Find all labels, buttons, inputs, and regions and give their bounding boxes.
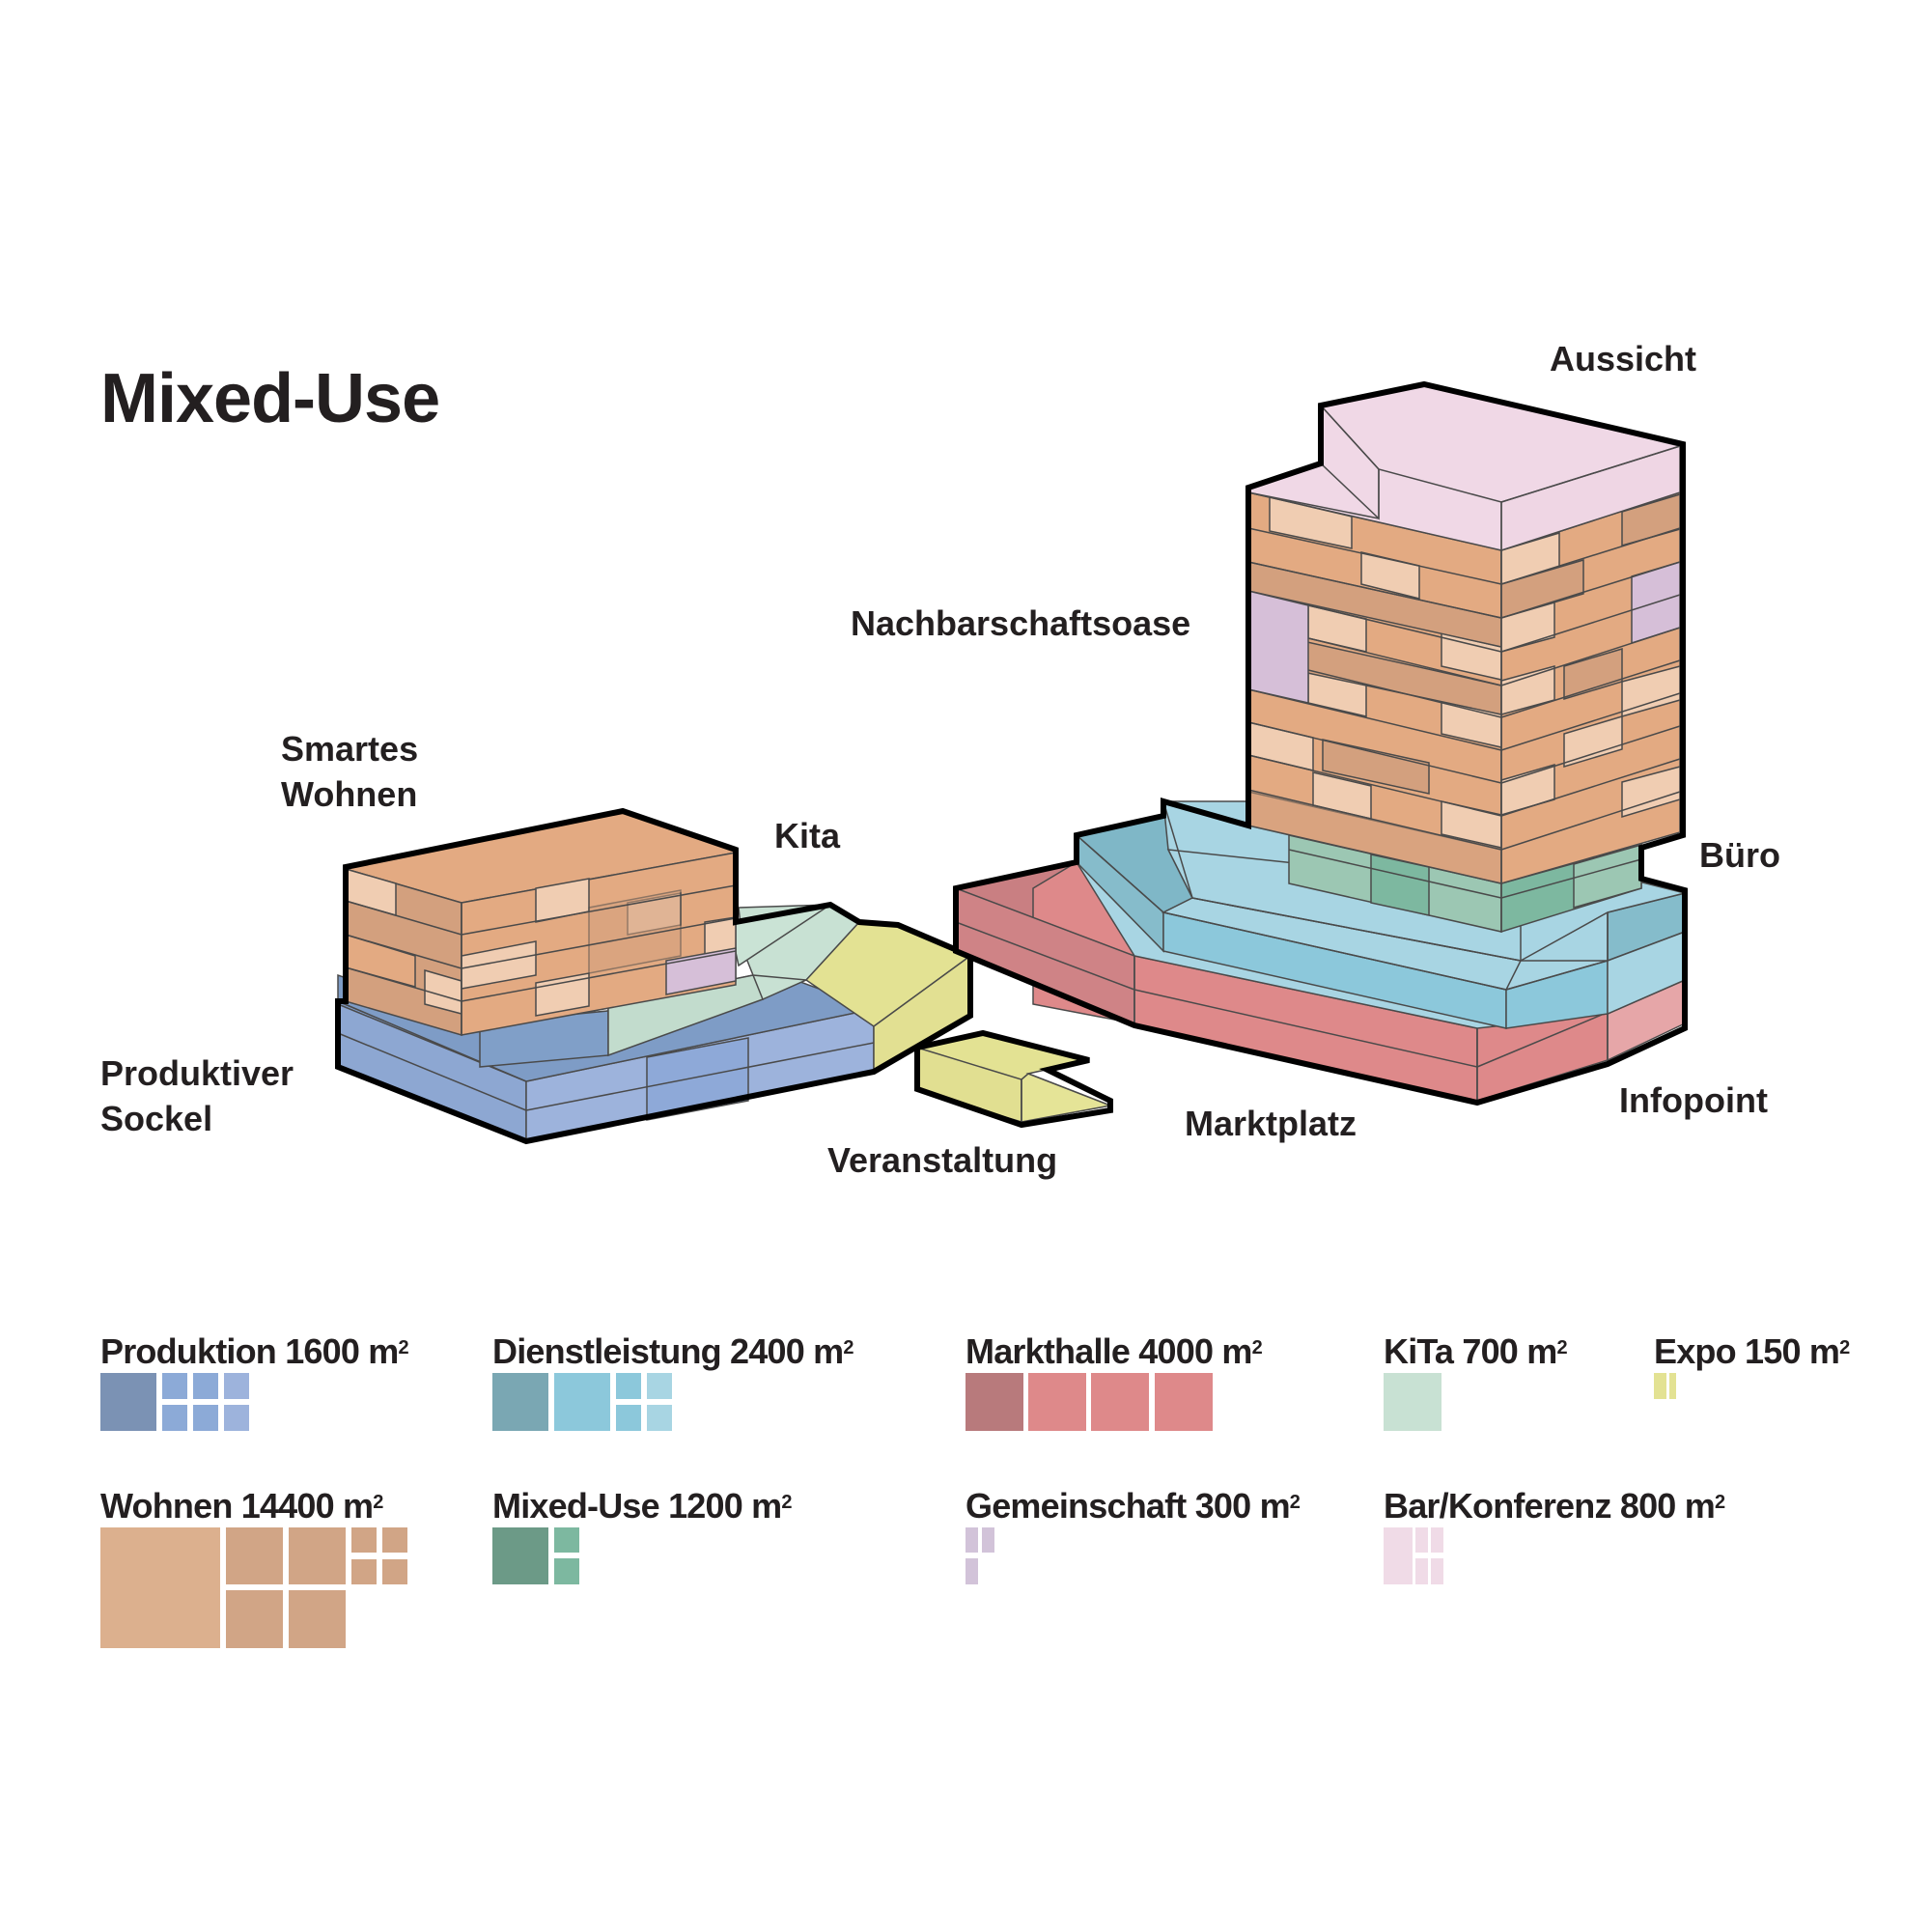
legend-swatch — [554, 1373, 610, 1431]
legend-swatch — [616, 1373, 641, 1399]
right-building-complex — [953, 380, 1688, 1106]
legend-swatch — [289, 1527, 346, 1584]
left-complex-outline — [335, 807, 973, 1145]
legend-item-wohnen: Wohnen 14400 m2 — [100, 1485, 407, 1648]
right-complex-outline — [953, 380, 1688, 1106]
legend-swatch — [1654, 1373, 1666, 1399]
legend-label: KiTa 700 m2 — [1384, 1331, 1568, 1371]
legend-swatches — [100, 1527, 407, 1648]
legend-swatches — [492, 1373, 854, 1431]
legend-label: Gemeinschaft 300 m2 — [966, 1486, 1301, 1526]
legend-swatch — [351, 1559, 377, 1584]
legend-swatch — [647, 1405, 672, 1431]
legend-swatch — [616, 1405, 641, 1431]
label-veranstaltung: Veranstaltung — [827, 1140, 1058, 1180]
label-nachbarschaftsoase: Nachbarschaftsoase — [851, 603, 1191, 643]
legend-swatch — [100, 1373, 156, 1431]
legend-swatch — [1384, 1527, 1413, 1584]
legend-swatch — [226, 1590, 283, 1648]
veranstaltung-outline — [914, 1029, 1113, 1129]
legend-swatch — [193, 1373, 218, 1399]
label-produktiver-sockel: Produktiver Sockel — [100, 1053, 294, 1138]
label-aussicht: Aussicht — [1550, 339, 1697, 378]
label-smartes-wohnen: Smartes Wohnen — [281, 729, 419, 814]
legend-swatches — [1654, 1373, 1849, 1431]
legend-item-markthalle: Markthalle 4000 m2 — [966, 1330, 1263, 1431]
label-kita: Kita — [774, 816, 841, 855]
legend-item-bar-konferenz: Bar/Konferenz 800 m2 — [1384, 1485, 1725, 1585]
veranstaltung-block — [914, 1029, 1113, 1129]
legend-swatch — [554, 1527, 579, 1553]
legend-swatch — [351, 1527, 377, 1553]
smartes-wohnen-block — [345, 810, 737, 1036]
legend-item-dienstleistung: Dienstleistung 2400 m2 — [492, 1330, 854, 1431]
legend-label: Bar/Konferenz 800 m2 — [1384, 1486, 1725, 1526]
tower-block — [1247, 490, 1681, 884]
label-marktplatz: Marktplatz — [1185, 1104, 1357, 1143]
legend-label: Wohnen 14400 m2 — [100, 1486, 383, 1526]
legend-swatch — [647, 1373, 672, 1399]
legend-item-kita: KiTa 700 m2 — [1384, 1330, 1568, 1431]
legend-swatch — [382, 1527, 407, 1553]
legend-swatches — [1384, 1527, 1724, 1585]
legend-swatch — [226, 1527, 283, 1584]
label-buero: Büro — [1699, 835, 1780, 875]
legend-label: Expo 150 m2 — [1654, 1331, 1850, 1371]
legend-swatch — [1415, 1558, 1428, 1584]
legend-swatch — [162, 1405, 187, 1431]
legend-swatch — [1431, 1527, 1443, 1553]
legend-swatch — [1431, 1558, 1443, 1584]
legend-item-expo: Expo 150 m2 — [1654, 1330, 1850, 1431]
legend-swatch — [100, 1527, 220, 1648]
legend-label: Mixed-Use 1200 m2 — [492, 1486, 793, 1526]
legend-swatch — [1028, 1373, 1086, 1431]
legend-item-gemeinschaft: Gemeinschaft 300 m2 — [966, 1485, 1301, 1585]
legend-swatch — [966, 1558, 978, 1584]
legend-swatch — [193, 1405, 218, 1431]
legend-swatches — [1384, 1373, 1567, 1431]
legend-swatch — [554, 1558, 579, 1584]
legend-item-produktion: Produktion 1600 m2 — [100, 1330, 409, 1431]
legend-swatch — [492, 1527, 548, 1584]
legend-swatch — [966, 1373, 1023, 1431]
label-infopoint: Infopoint — [1619, 1080, 1768, 1120]
legend-swatches — [966, 1373, 1262, 1431]
legend-swatch — [289, 1590, 346, 1648]
legend-swatches — [966, 1527, 1300, 1585]
buero-block — [1288, 834, 1642, 934]
legend-swatch — [1155, 1373, 1213, 1431]
legend-label: Dienstleistung 2400 m2 — [492, 1331, 854, 1371]
legend-swatch — [1384, 1373, 1441, 1431]
legend-swatch — [1669, 1373, 1676, 1399]
page-title: Mixed-Use — [100, 360, 440, 437]
legend-swatch — [492, 1373, 548, 1431]
legend-swatch — [382, 1559, 407, 1584]
legend-swatch — [982, 1527, 994, 1553]
legend-label: Markthalle 4000 m2 — [966, 1331, 1263, 1371]
aussicht-roof-block — [1247, 383, 1681, 552]
legend-swatch — [162, 1373, 187, 1399]
legend-swatch — [1415, 1527, 1428, 1553]
legend-label: Produktion 1600 m2 — [100, 1331, 409, 1371]
legend-swatch — [224, 1373, 249, 1399]
legend-swatches — [492, 1527, 792, 1585]
legend-swatches — [100, 1373, 408, 1431]
legend-swatch — [224, 1405, 249, 1431]
marktplatz-block — [955, 861, 1686, 1103]
legend-swatch — [1091, 1373, 1149, 1431]
legend-item-mixed-use: Mixed-Use 1200 m2 — [492, 1485, 793, 1585]
legend-swatch — [966, 1527, 978, 1553]
left-building-complex — [335, 807, 973, 1145]
